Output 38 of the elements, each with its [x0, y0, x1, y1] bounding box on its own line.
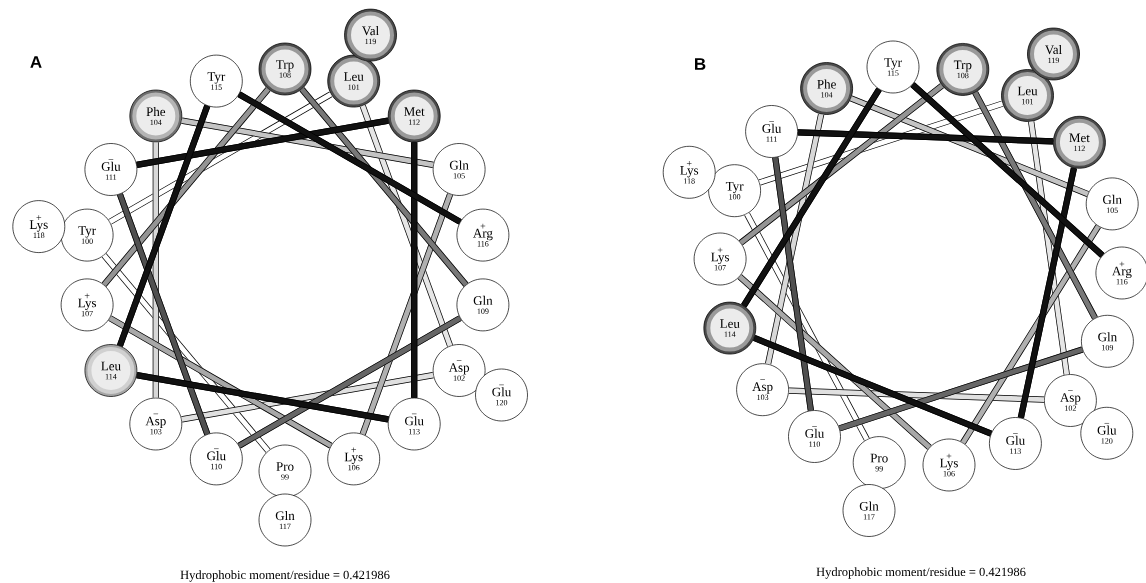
helix-ribbon: [117, 193, 211, 436]
helix-ribbon: [237, 315, 462, 449]
helix-ribbon: [910, 82, 1105, 258]
helix-ribbon: [359, 104, 453, 347]
helix-ribbon: [181, 372, 434, 423]
helix-ribbon: [797, 129, 1054, 145]
helix-ribbon: [765, 113, 825, 365]
helix-ribbon: [753, 335, 993, 437]
helix-ribbon: [744, 212, 870, 441]
helix-ribbon: [108, 315, 333, 449]
helix-ribbon: [136, 372, 389, 423]
helix-ribbon: [838, 346, 1084, 432]
helix-ribbon: [758, 100, 1004, 186]
helix-ribbon: [237, 91, 462, 225]
helix-ribbon: [960, 224, 1101, 445]
helix-ribbon: [181, 117, 434, 168]
helix-ribbon: [359, 193, 453, 436]
helix-ribbon: [299, 87, 469, 287]
helix-ribbon: [849, 95, 1089, 197]
helix-ribbon: [1028, 121, 1070, 375]
helix-ribbon: [152, 142, 159, 398]
helix-ribbon: [741, 87, 882, 308]
helix-ribbon: [972, 91, 1098, 320]
caption: Hydrophobic moment/residue = 0.421986: [180, 570, 390, 582]
helix-ribbon: [411, 142, 418, 398]
helix-ribbon: [772, 157, 814, 411]
helix-ribbon: [101, 253, 271, 453]
caption: Hydrophobic moment/residue = 0.421986: [816, 567, 1026, 579]
helix-ribbon: [788, 387, 1045, 403]
helix-ribbon: [117, 104, 211, 347]
panel-label: A: [30, 56, 42, 68]
helix-ribbon: [1017, 167, 1077, 419]
panel-label: B: [695, 58, 706, 70]
helix-ribbon: [737, 274, 932, 450]
helix-ribbon: [738, 83, 944, 246]
helix-ribbon: [136, 117, 389, 168]
helix-ribbon: [101, 87, 271, 287]
helix-ribbon: [108, 91, 333, 225]
